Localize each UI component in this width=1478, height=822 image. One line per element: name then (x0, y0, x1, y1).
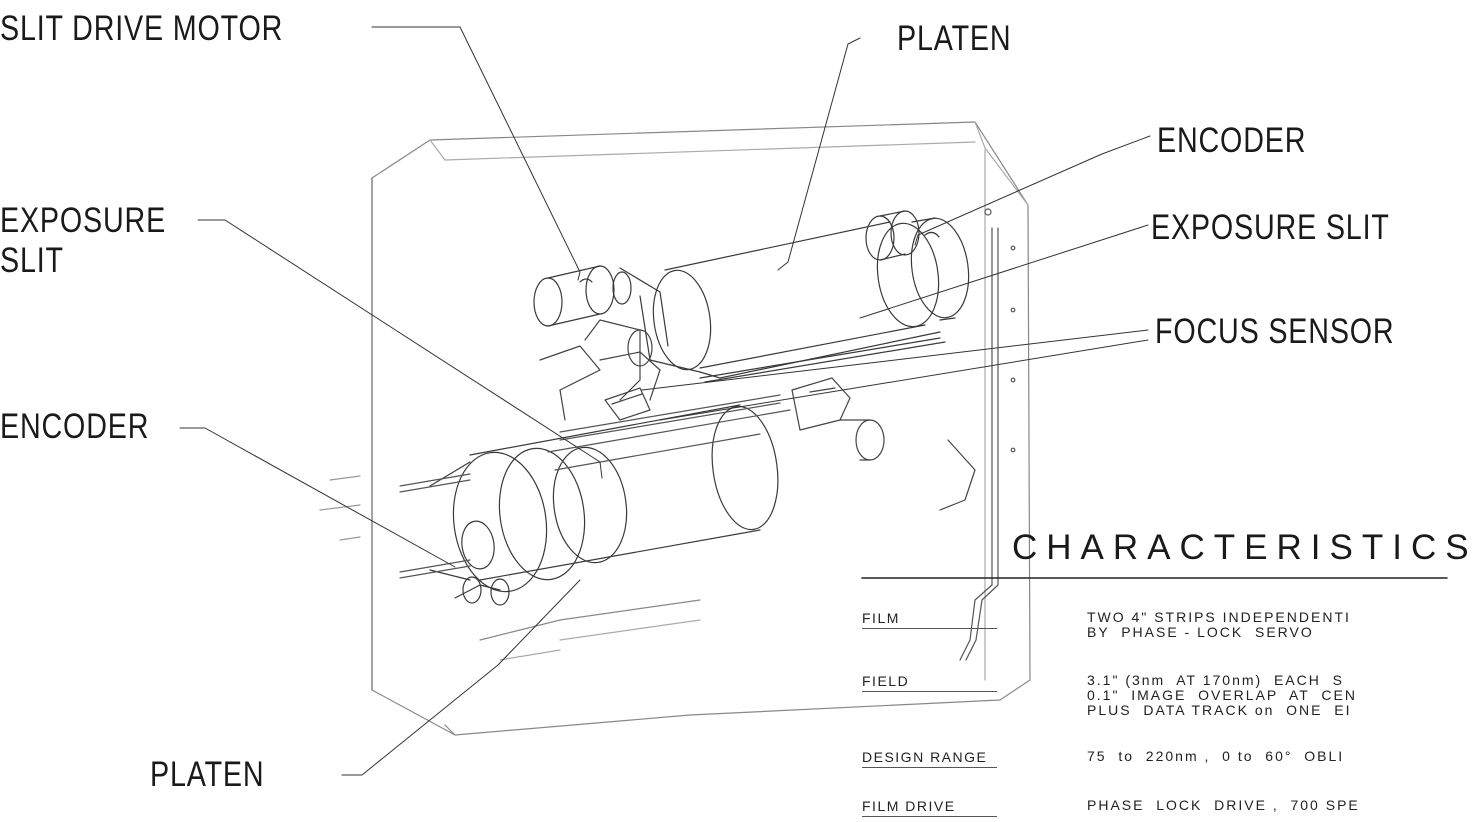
leader-lines (179, 26, 1151, 776)
housing-frame (371, 121, 1031, 736)
row-label: DESIGN RANGE (862, 749, 997, 768)
label-exposure-slit-left-line2: SLIT (0, 241, 64, 280)
row-value: PHASE LOCK DRIVE , 700 SPE (1087, 797, 1360, 813)
label-encoder-right: ENCODER (1157, 121, 1307, 160)
slit-drive-motor (533, 265, 632, 327)
label-encoder-left: ENCODER (0, 407, 150, 446)
lower-platen-drum (429, 404, 779, 606)
label-exposure-slit-right: EXPOSURE SLIT (1151, 208, 1390, 247)
row-label: FILM (862, 610, 997, 629)
leader-focus-sensor-2 (659, 339, 1149, 421)
mechanism-line-drawing (179, 26, 1448, 776)
label-exposure-slit-left-line1: EXPOSURE (0, 201, 167, 240)
leader-focus-sensor-1 (641, 329, 1149, 391)
row-value: 3.1" (3nm AT 170nm) EACH S 0.1" IMAGE OV… (1087, 672, 1357, 718)
label-focus-sensor: FOCUS SENSOR (1155, 312, 1395, 351)
row-value: TWO 4" STRIPS INDEPENDENTI BY PHASE - LO… (1087, 609, 1351, 640)
linkage-assembly (539, 319, 976, 511)
leader-exposure-slit-left (197, 219, 603, 479)
label-platen-top: PLATEN (897, 19, 1012, 58)
label-platen-bottom: PLATEN (150, 755, 265, 794)
leader-slit-drive-motor (371, 26, 581, 281)
row-value: 75 to 220nm , 0 to 60° OBLI (1087, 748, 1345, 764)
upper-platen-drum (619, 217, 970, 383)
row-label: FIELD (862, 673, 997, 692)
right-rail (959, 208, 1016, 661)
label-slit-drive-motor: SLIT DRIVE MOTOR (0, 9, 284, 48)
leader-encoder-right (914, 135, 1151, 246)
film-guides (319, 394, 791, 661)
leader-platen-top (777, 37, 861, 271)
characteristics-title: CHARACTERISTICS (1012, 528, 1478, 567)
upper-encoder (865, 210, 940, 261)
leader-platen-bottom (341, 579, 581, 776)
leader-encoder-left (179, 427, 456, 568)
leader-exposure-slit-right (859, 224, 1149, 319)
row-label: FILM DRIVE (862, 798, 997, 817)
